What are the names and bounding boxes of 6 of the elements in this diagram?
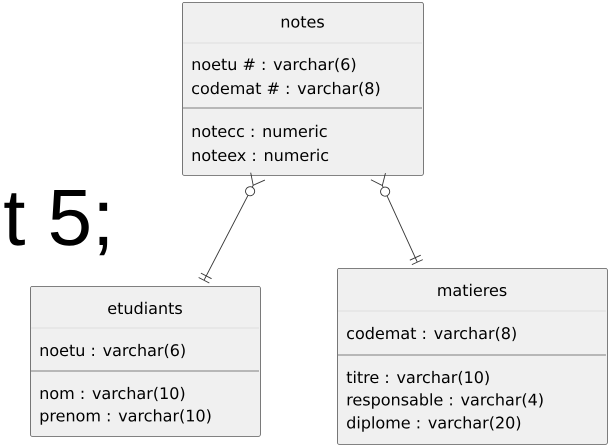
entity-box: etudiants noetu : varchar(6) nom : varchar(10) prenom : varchar(10) [30, 286, 261, 437]
relationship-line [370, 172, 424, 266]
entity-box: notes noetu # : varchar(6) codemat # : varchar(8) notecc : numeric noteex : numeric [182, 2, 424, 176]
entity-box: matieres codemat : varchar(8) titre : varchar(10) responsable : varchar(4) diplome : varchar(20) [337, 268, 608, 445]
code-fragment: t 5; [4, 190, 108, 256]
relationship-line [198, 172, 266, 284]
